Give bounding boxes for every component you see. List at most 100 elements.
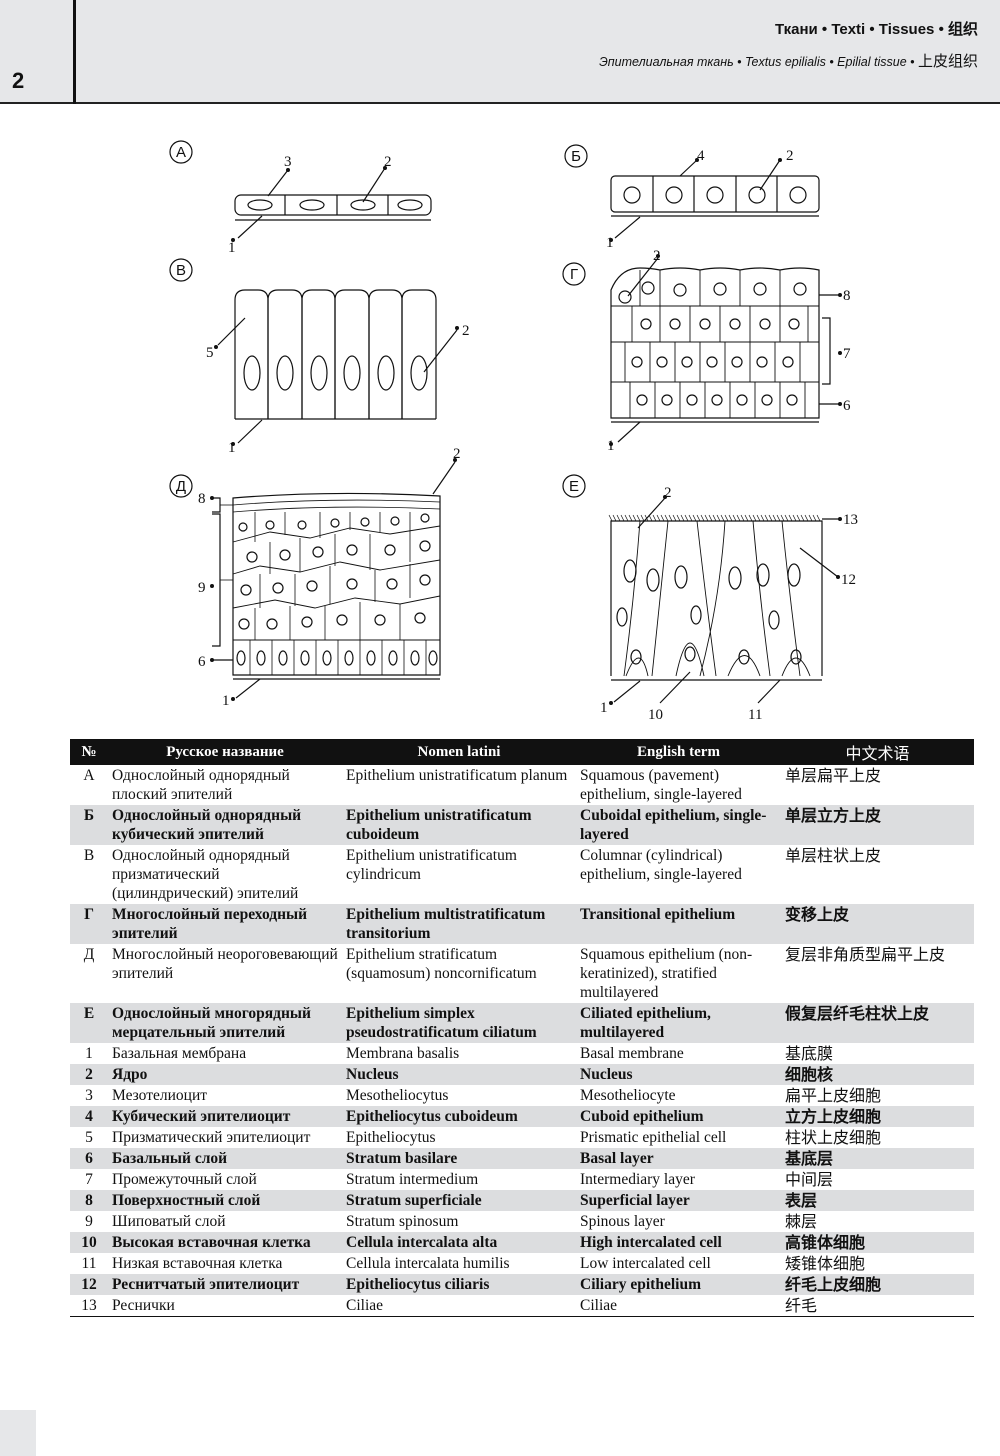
cell-en: Basal membrane: [576, 1043, 781, 1064]
callout-12: 12: [841, 572, 856, 588]
cell-en: Nucleus: [576, 1064, 781, 1085]
panel-label-d: Д: [176, 478, 186, 495]
callout-10: 10: [648, 707, 663, 723]
col-header-latin: Nomen latini: [342, 739, 576, 765]
callout-1: 1: [228, 240, 236, 256]
cell-zh: 细胞核: [781, 1064, 974, 1085]
cell-zh: 基底层: [781, 1148, 974, 1169]
col-header-number: №: [70, 739, 108, 765]
cell-ru: Однослойный многорядный мерцательный эпи…: [108, 1003, 342, 1043]
cell-la: Cellula intercalata humilis: [342, 1253, 576, 1274]
cell-la: Membrana basalis: [342, 1043, 576, 1064]
callout-9: 9: [198, 580, 206, 596]
callout-1: 1: [606, 235, 614, 251]
section-subtitle: Эпителиальная ткань • Textus epilialis •…: [599, 50, 978, 71]
cell-zh: 矮锥体细胞: [781, 1253, 974, 1274]
cell-en: Spinous layer: [576, 1211, 781, 1232]
cell-num: Д: [70, 944, 108, 1003]
cell-num: Б: [70, 805, 108, 845]
cell-la: Epitheliocytus: [342, 1127, 576, 1148]
cell-en: Cuboidal epithelium, single-layered: [576, 805, 781, 845]
cell-num: 8: [70, 1190, 108, 1211]
panel-a-squamous: [169, 140, 432, 239]
cell-ru: Поверхностный слой: [108, 1190, 342, 1211]
cell-la: Epithelium simplex pseudostratificatum c…: [342, 1003, 576, 1043]
cell-num: 11: [70, 1253, 108, 1274]
page-number: 2: [12, 68, 25, 93]
cell-en: Prismatic epithelial cell: [576, 1127, 781, 1148]
col-header-russian: Русское название: [108, 739, 342, 765]
cell-zh: 变移上皮: [781, 904, 974, 944]
cell-num: 2: [70, 1064, 108, 1085]
cell-num: 5: [70, 1127, 108, 1148]
callout-6: 6: [198, 654, 206, 670]
cell-la: Epithelium unistratificatum cylindricum: [342, 845, 576, 904]
cell-en: Ciliated epithelium, multilayered: [576, 1003, 781, 1043]
cell-en: Squamous epithelium (non-keratinized), s…: [576, 944, 781, 1003]
cell-en: High intercalated cell: [576, 1232, 781, 1253]
cell-ru: Базальный слой: [108, 1148, 342, 1169]
cell-ru: Многослойный неороговевающий эпителий: [108, 944, 342, 1003]
cell-la: Epithelium unistratificatum planum: [342, 765, 576, 805]
page-header: 2 Ткани • Texti • Tissues • 组织 Эпителиал…: [0, 0, 1000, 104]
cell-ru: Шиповатый слой: [108, 1211, 342, 1232]
cell-zh: 柱状上皮细胞: [781, 1127, 974, 1148]
cell-ru: Низкая вставочная клетка: [108, 1253, 342, 1274]
cell-la: Epithelium unistratificatum cuboideum: [342, 805, 576, 845]
cell-la: Nucleus: [342, 1064, 576, 1085]
cell-num: Е: [70, 1003, 108, 1043]
callout-4: 4: [697, 148, 705, 164]
cell-la: Stratum intermedium: [342, 1169, 576, 1190]
cell-num: 13: [70, 1295, 108, 1317]
section-subtitle-text: Эпителиальная ткань • Textus epilialis •…: [599, 55, 915, 69]
cell-zh: 单层柱状上皮: [781, 845, 974, 904]
cell-num: 1: [70, 1043, 108, 1064]
cell-zh: 立方上皮细胞: [781, 1106, 974, 1127]
page-gutter: [0, 1410, 36, 1456]
cell-zh: 基底膜: [781, 1043, 974, 1064]
cell-ru: Ядро: [108, 1064, 342, 1085]
cell-la: Epitheliocytus ciliaris: [342, 1274, 576, 1295]
cell-en: Ciliary epithelium: [576, 1274, 781, 1295]
callout-13: 13: [843, 512, 858, 528]
cell-la: Stratum superficiale: [342, 1190, 576, 1211]
callout-6: 6: [843, 398, 851, 414]
section-subtitle-zh: 上皮组织: [917, 53, 978, 70]
panel-e-ciliated: [562, 474, 840, 704]
callout-1: 1: [600, 700, 608, 716]
callout-1: 1: [228, 440, 236, 456]
cell-num: 10: [70, 1232, 108, 1253]
table-header-row: № Русское название Nomen latini English …: [70, 739, 974, 765]
panel-label-a: А: [176, 144, 186, 161]
cell-ru: Реснички: [108, 1295, 342, 1317]
cell-zh: 单层立方上皮: [781, 805, 974, 845]
cell-num: А: [70, 765, 108, 805]
cell-ru: Однослойный однорядный плоский эпителий: [108, 765, 342, 805]
callout-7: 7: [843, 346, 851, 362]
cell-zh: 高锥体细胞: [781, 1232, 974, 1253]
cell-zh: 扁平上皮细胞: [781, 1085, 974, 1106]
cell-zh: 复层非角质型扁平上皮: [781, 944, 974, 1003]
cell-la: Cellula intercalata alta: [342, 1232, 576, 1253]
panel-v-columnar: [169, 258, 458, 444]
cell-ru: Многослойный переходный эпителий: [108, 904, 342, 944]
epithelium-figure: А Б В Г Д Е 3 2 1 4 2 1 5 2 1 2 8 7 6 1 …: [169, 140, 858, 723]
cell-num: Г: [70, 904, 108, 944]
panel-label-e: Е: [569, 478, 579, 495]
cell-num: 7: [70, 1169, 108, 1190]
panel-d-stratified: [169, 461, 456, 699]
cell-num: 9: [70, 1211, 108, 1232]
cell-en: Columnar (cylindrical) epithelium, singl…: [576, 845, 781, 904]
cell-la: Epithelium stratificatum (squamosum) non…: [342, 944, 576, 1003]
